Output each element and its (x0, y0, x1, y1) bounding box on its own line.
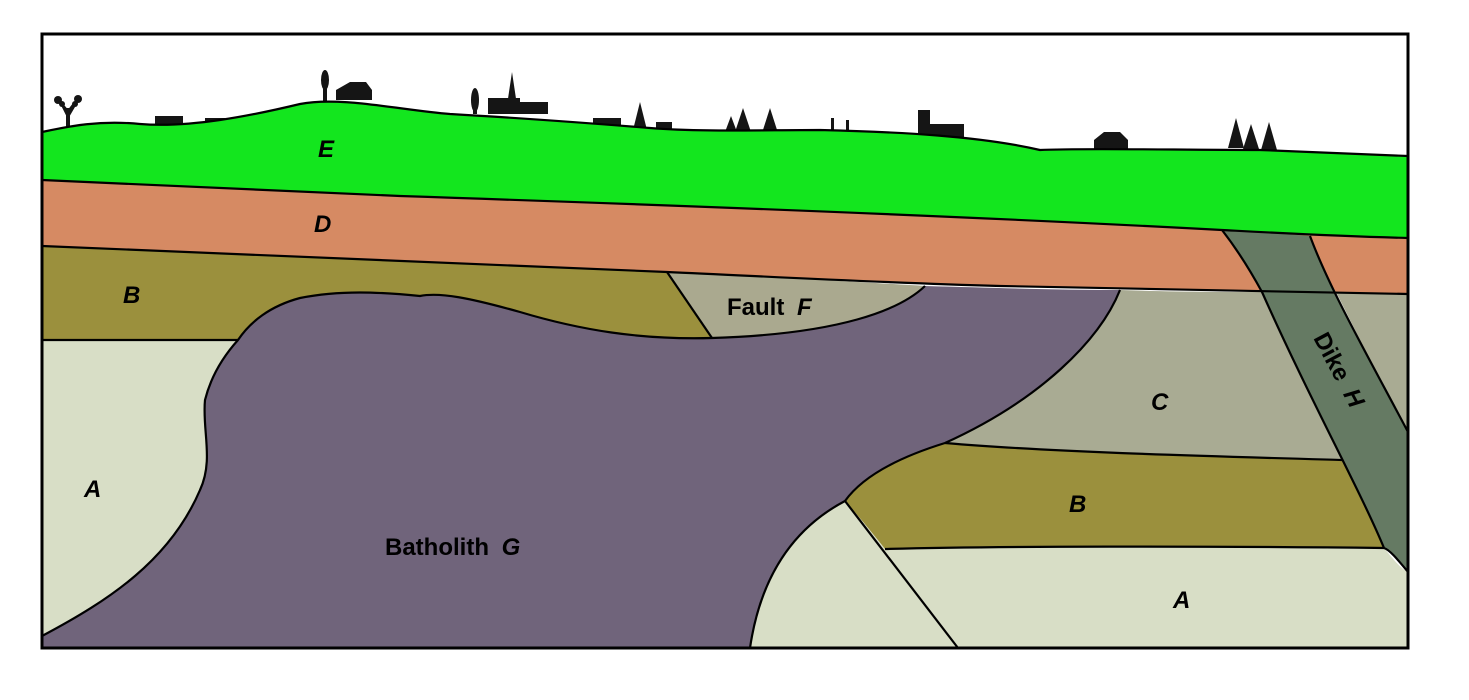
label-batholith: Batholith G (385, 534, 520, 561)
label-a-left: A (83, 476, 101, 503)
layer-c (945, 290, 1342, 460)
pine-trees-icon (725, 108, 778, 133)
house-icon (336, 82, 372, 100)
label-d: D (314, 211, 331, 238)
tree-icon (54, 95, 82, 130)
layer-d (42, 180, 1408, 294)
dike-h-body (1222, 230, 1408, 572)
label-fault-word: Fault (727, 294, 784, 321)
label-b-left: B (123, 282, 140, 309)
label-b-right: B (1069, 491, 1086, 518)
label-batholith-letter: G (502, 534, 521, 561)
label-fault-letter: F (797, 294, 813, 321)
tree-icon (471, 88, 479, 114)
frame (40, 32, 1410, 650)
tree-icon (831, 118, 849, 134)
label-e: E (318, 136, 335, 163)
batholith-g-body (42, 286, 1120, 648)
pine-trees-icon (1228, 118, 1277, 150)
label-c: C (1151, 389, 1169, 416)
layer-b-left (42, 246, 712, 340)
house-icon (1094, 132, 1128, 150)
label-fault: Fault F (727, 294, 813, 321)
label-batholith-word: Batholith (385, 534, 489, 561)
tree-icon (321, 70, 329, 104)
layer-e (42, 101, 1408, 238)
layer-a-right (750, 501, 1408, 648)
fault-f-body (667, 272, 925, 338)
label-a-right: A (1172, 587, 1190, 614)
contact-lines (41, 100, 1410, 649)
layer-a-left (42, 340, 238, 636)
building-icon (656, 122, 672, 130)
church-icon (488, 72, 548, 114)
tree-icon (633, 102, 647, 130)
layer-b-right (845, 443, 1384, 549)
